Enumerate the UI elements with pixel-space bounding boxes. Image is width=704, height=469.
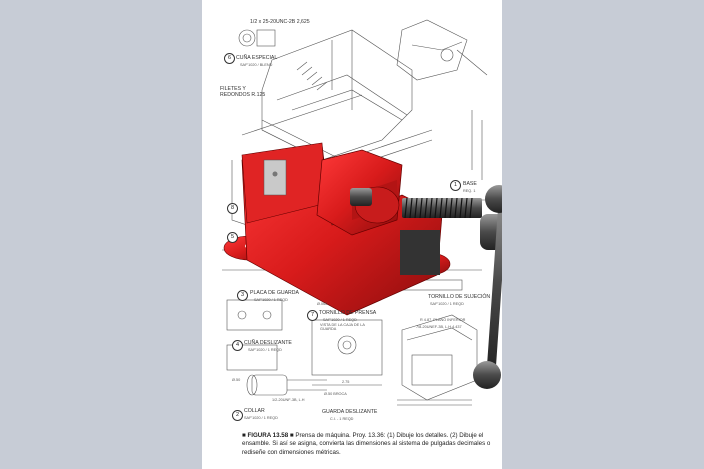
filetes-label: FILETES Y REDONDOS R.125 xyxy=(220,86,266,98)
caption-bullet: ■ xyxy=(242,432,248,439)
guarda-deslizante-label: GUARDA DESLIZANTE xyxy=(322,409,378,415)
top-callout-label: 1/2 x 25-20UNC-2B 2,625 xyxy=(250,19,310,25)
vise-render xyxy=(223,142,502,389)
cuna-deslizante-label: CUÑA DESLIZANTE xyxy=(244,340,292,346)
broca-note: Ø.50 BROCA xyxy=(324,392,347,396)
handle-bar xyxy=(486,190,502,375)
plano-inferior-label: R 4.87, PLANO INFERIOR xyxy=(420,318,466,322)
cuna-especial-sub: SAF'1020 / BLEND xyxy=(240,63,273,67)
base-sub: REQ. 1 xyxy=(463,189,476,193)
vista-caja-label: VISTA DE LA CAJA DE LA GUARDA xyxy=(320,323,365,332)
figure-number: FIGURA 13.58 xyxy=(247,432,289,439)
callout-8: 8 xyxy=(227,203,238,214)
placa-guarda-label: PLACA DE GUARDA xyxy=(250,290,300,296)
textbook-page: 6 1 8 5 3 7 4 2 1/2 x 25-20UNC-2B 2,625 … xyxy=(202,0,502,469)
tornillo-sujecion-label: TORNILLO DE SUJECIÓN xyxy=(428,294,491,300)
collar-label: COLLAR xyxy=(244,408,265,414)
collar-sub: SAF'1020 / 1 REQD xyxy=(244,416,278,420)
callout-4: 4 xyxy=(232,340,243,351)
tornillo-prensa-sub: SAF'1020 / 1 REQD xyxy=(323,318,357,322)
tornillo-prensa-label: TORNILLO DE PRENSA xyxy=(319,310,377,316)
caption-text: Prensa de máquina. Proy. 13.36: (1) Dibu… xyxy=(242,432,491,456)
placa-guarda-sub: SAF'1020 / 1 REQD xyxy=(254,298,288,302)
dim-275: 2.75 xyxy=(342,380,350,384)
base-label: BASE xyxy=(463,181,477,187)
callout-2: 2 xyxy=(232,410,243,421)
callout-1: 1 xyxy=(450,180,461,191)
tornillo-sujecion-sub: SAF'1020 / 1 REQD xyxy=(430,302,464,306)
handle-knob-top xyxy=(485,185,502,213)
figure-caption: ■ FIGURA 13.58 ■ Prensa de máquina. Proy… xyxy=(242,432,494,457)
thread-note: 7/8-20UNEF-3B, L.H 4.437 xyxy=(416,325,462,329)
caption-bullet-2: ■ xyxy=(288,432,296,439)
handle-knob-bottom xyxy=(473,361,501,389)
callout-5: 5 xyxy=(227,232,238,243)
cuna-deslizante-sub: SAF'1020 / 1 REQD xyxy=(248,348,282,352)
guarda-deslizante-sub: C.I. - 1 REQD xyxy=(330,417,354,421)
callout-7: 7 xyxy=(307,310,318,321)
callout-3: 3 xyxy=(237,290,248,301)
dim-50: Ø.50 xyxy=(232,378,241,382)
cuna-especial-label: CUÑA ESPECIAL xyxy=(236,55,278,61)
callout-6: 6 xyxy=(224,53,235,64)
technical-drawing xyxy=(222,19,497,406)
thread-note-2: 1/2-20UNF-3B, L.H xyxy=(272,398,305,402)
dim-062: Ø.062 xyxy=(317,302,328,306)
